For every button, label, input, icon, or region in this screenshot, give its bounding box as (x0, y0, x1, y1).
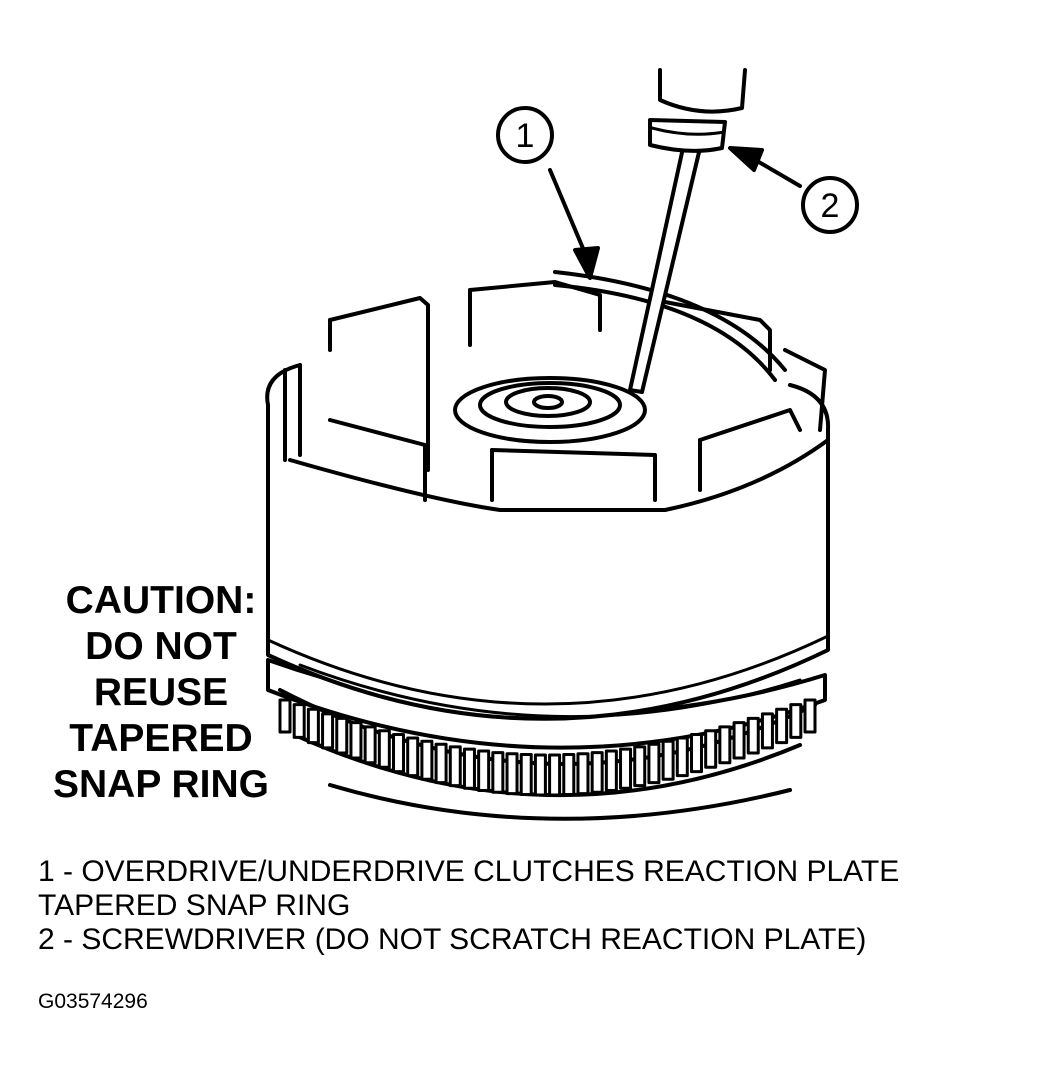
caution-line: TAPERED (69, 717, 253, 760)
gear-tooth (604, 749, 618, 792)
gear-teeth-ring (266, 658, 827, 821)
caution-line: SNAP RING (53, 763, 269, 806)
legend-item-1-line-1: 1 - OVERDRIVE/UNDERDRIVE CLUTCHES REACTI… (38, 855, 900, 888)
gear-tooth (321, 712, 335, 750)
callout-2-circle (801, 176, 859, 234)
gear-tooth (689, 733, 703, 774)
gear-tooth (732, 721, 746, 760)
gear-tooth (704, 729, 718, 769)
gear-tooth (477, 749, 491, 792)
caution-line: REUSE (93, 671, 229, 714)
gear-tooth (746, 716, 760, 755)
callout-2-number: 2 (821, 187, 840, 225)
gear-tooth (661, 739, 675, 781)
gear-tooth (335, 716, 349, 755)
gear-tooth (349, 721, 363, 760)
reaction-plate-rim (283, 280, 830, 512)
gear-tooth (363, 725, 377, 765)
gear-tooth (775, 707, 789, 745)
legend: 1 - OVERDRIVE/UNDERDRIVE CLUTCHES REACTI… (38, 855, 899, 957)
gear-tooth (519, 753, 533, 796)
callout-1-arrowhead (573, 246, 600, 280)
gear-tooth (576, 752, 590, 796)
gear-tooth (533, 753, 547, 797)
gear-tooth (491, 751, 505, 794)
gear-tooth (548, 753, 562, 797)
gear-tooth (392, 733, 406, 774)
gear-tooth (633, 745, 647, 788)
caution-line: DO NOT (85, 625, 237, 668)
gear-tooth (718, 725, 732, 765)
gear-tooth (590, 751, 604, 794)
gear-tooth (306, 707, 320, 745)
legend-item-1-line-2: TAPERED SNAP RING (38, 889, 351, 922)
gear-tooth (462, 747, 476, 790)
gear-tooth (789, 703, 803, 739)
clutch-housing-body (265, 363, 831, 721)
gear-tooth (619, 747, 633, 790)
caution-note: CAUTION: DO NOT REUSE TAPERED SNAP RING (30, 578, 292, 808)
gear-tooth (675, 736, 689, 778)
gear-tooth (505, 752, 519, 796)
legend-item-2-line-1: 2 - SCREWDRIVER (DO NOT SCRATCH REACTION… (38, 923, 867, 956)
caution-line: CAUTION: (65, 579, 257, 622)
gear-tooth (448, 745, 462, 788)
gear-tooth (420, 739, 434, 781)
inner-hub (453, 376, 647, 444)
gear-tooth (292, 703, 306, 739)
callout-2-leader (750, 156, 802, 188)
gear-tooth (377, 729, 391, 769)
gear-tooth (760, 712, 774, 750)
gear-tooth (406, 736, 420, 778)
gear-tooth (278, 698, 292, 734)
gear-tooth (803, 698, 817, 734)
callout-1-circle (496, 106, 554, 164)
callout-1-number: 1 (516, 117, 535, 155)
screwdriver (628, 68, 747, 394)
callout-2-arrowhead (728, 146, 764, 172)
tapered-snap-ring (553, 270, 787, 382)
gear-tooth (647, 742, 661, 785)
figure-id: G03574296 (38, 990, 148, 1013)
gear-tooth (434, 742, 448, 785)
gear-tooth (562, 753, 576, 796)
